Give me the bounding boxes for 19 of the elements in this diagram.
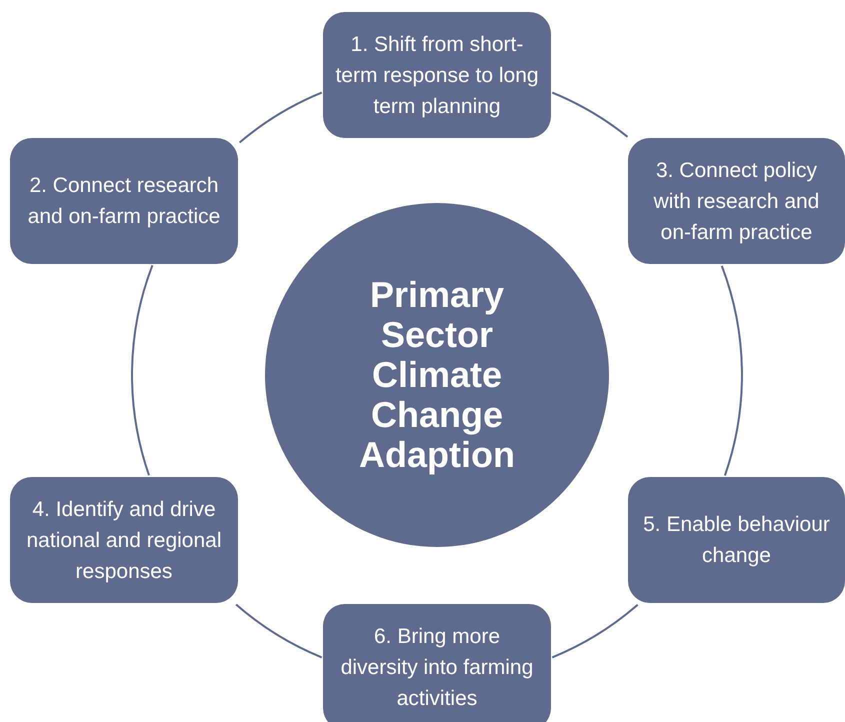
step-box xyxy=(323,604,551,722)
ring-connector xyxy=(720,266,743,476)
ring-connector xyxy=(552,604,638,658)
ring-connector xyxy=(235,604,322,658)
step-box xyxy=(628,477,845,603)
ring-connector xyxy=(238,92,322,144)
step-text: 4. Identify and drive national and regional responses xyxy=(26,496,222,584)
step-text: 1. Shift from short-term response to long term planning xyxy=(334,32,540,120)
step-text: 6. Bring more diversity into farming activities xyxy=(340,624,534,712)
ring-connector xyxy=(552,92,628,138)
step-text: 3. Connect policy with research and on-farm practice xyxy=(652,158,820,246)
step-box xyxy=(10,138,238,264)
step-text: 5. Enable behaviour change xyxy=(642,512,831,569)
step-box xyxy=(323,12,551,138)
step-box xyxy=(10,477,238,603)
ring-connector xyxy=(131,265,154,476)
topic-title: Primary Sector Climate Change Adaption xyxy=(358,275,516,475)
step-box xyxy=(628,138,845,264)
step-text: 2. Connect research and on-farm practice xyxy=(26,173,222,230)
